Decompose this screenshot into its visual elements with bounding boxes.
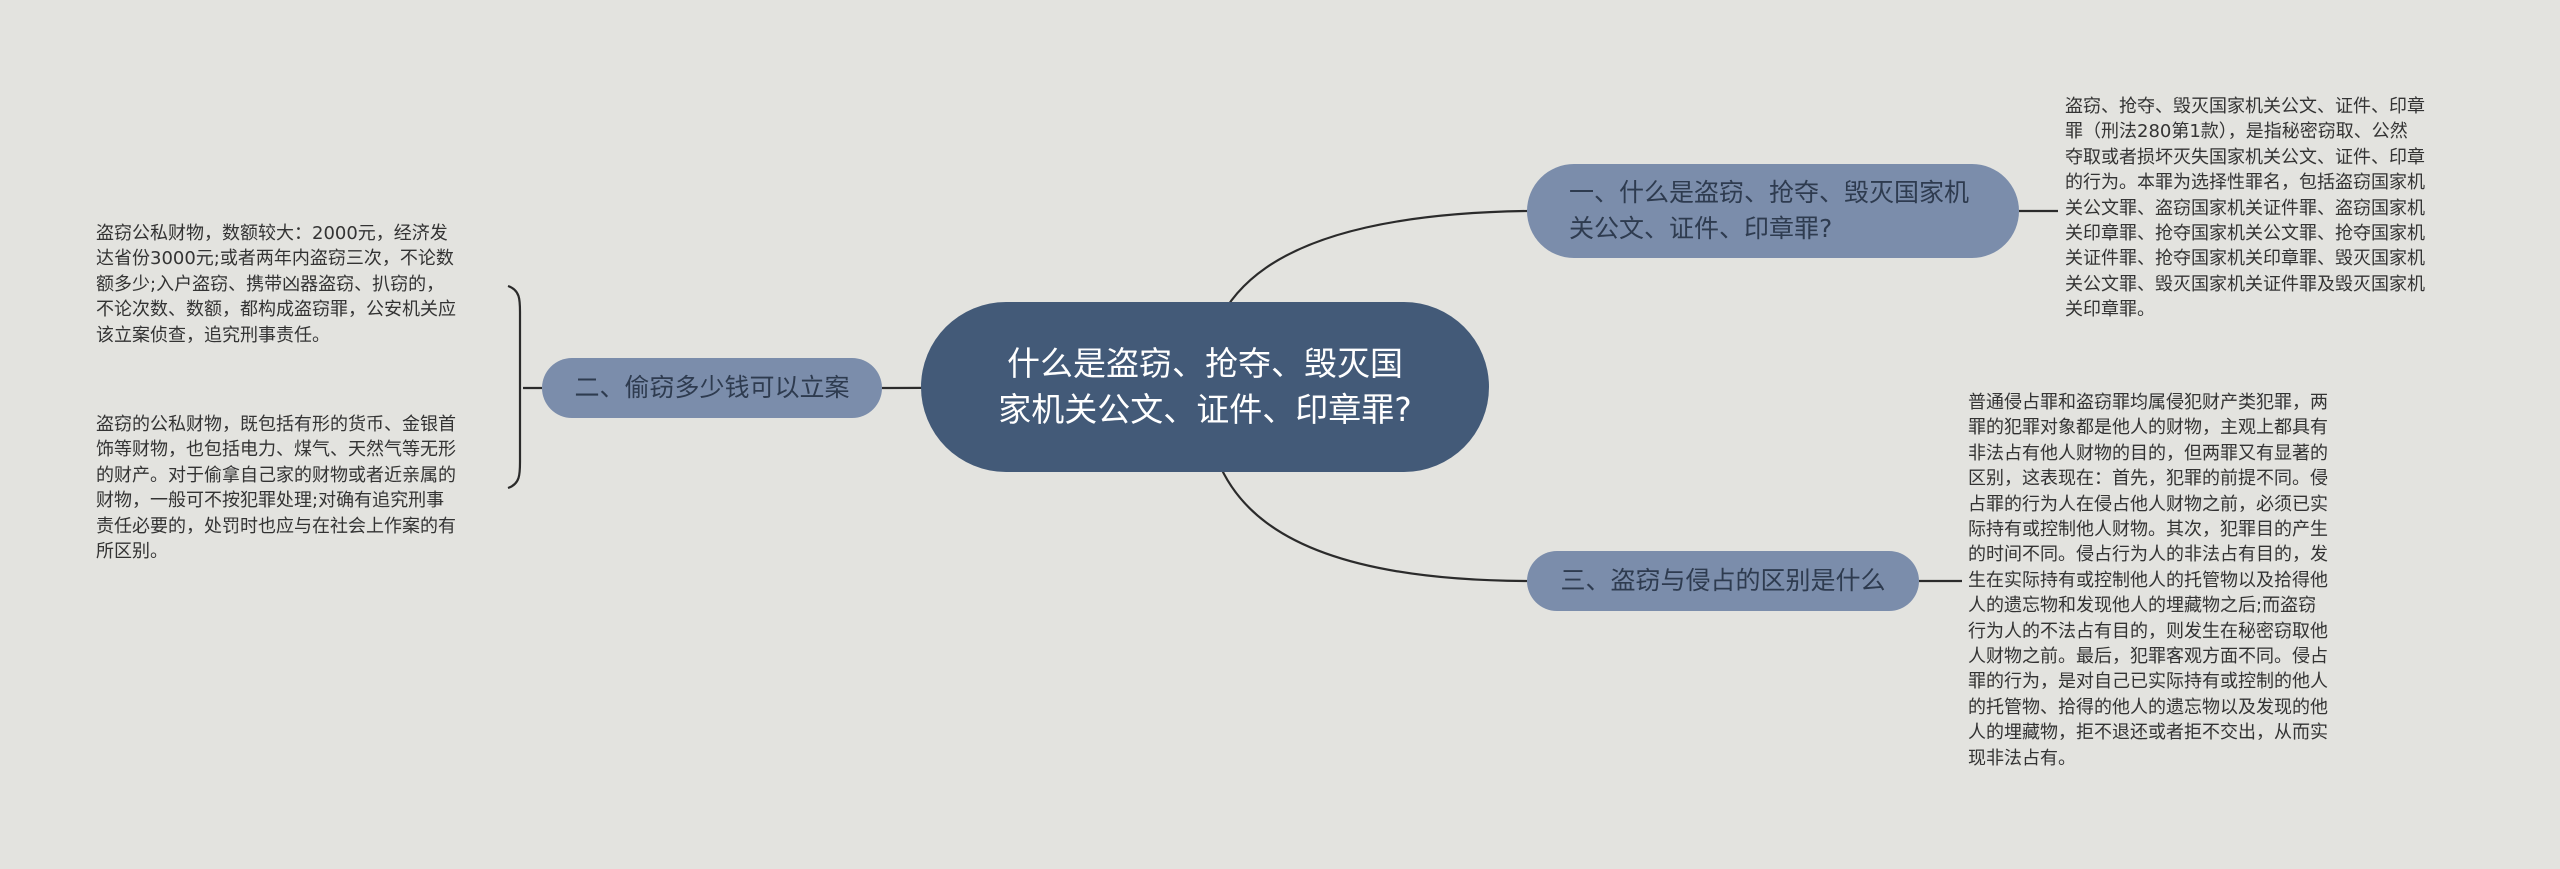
branch-topic-2-label: 二、偷窃多少钱可以立案 [574, 373, 850, 402]
branch-topic-3-label: 三、盗窃与侵占的区别是什么 [1560, 566, 1886, 595]
detail-line: 的行为。本罪为选择性罪名，包括盗窃国家机 [2065, 172, 2425, 194]
detail-line: 普通侵占罪和盗窃罪均属侵犯财产类犯罪，两 [1968, 392, 2328, 413]
detail-line: 财物，一般可不按犯罪处理;对确有追究刑事 [96, 490, 445, 512]
detail-line: 区别，这表现在：首先，犯罪的前提不同。侵 [1968, 468, 2328, 490]
root-topic-label: 什么是盗窃、抢夺、毁灭国家机关公文、证件、印章罪? [998, 344, 1412, 429]
detail-line: 盗窃的公私财物，既包括有形的货币、金银首 [96, 414, 456, 435]
detail-line: 际持有或控制他人财物。其次，犯罪目的产生 [1968, 519, 2328, 541]
detail-line: 关印章罪、抢夺国家机关公文罪、抢夺国家机 [2065, 223, 2425, 245]
detail-line: 行为人的不法占有目的，则发生在秘密窃取他 [1968, 620, 2328, 642]
detail-line: 该立案侦查，追究刑事责任。 [96, 324, 330, 346]
detail-line: 夺取或者损坏灭失国家机关公文、证件、印章 [2065, 146, 2425, 168]
detail-line: 罪的犯罪对象都是他人的财物，主观上都具有 [1968, 417, 2328, 439]
detail-line: 额多少;入户盗窃、携带凶器盗窃、扒窃的， [96, 273, 445, 295]
detail-line: 的财产。对于偷拿自己家的财物或者近亲属的 [96, 464, 456, 486]
detail-line: 的时间不同。侵占行为人的非法占有目的，发 [1968, 544, 2328, 566]
detail-line: 罪（刑法280第1款），是指秘密窃取、公然 [2065, 121, 2408, 143]
detail-line: 关印章罪。 [2065, 299, 2155, 321]
root-topic[interactable]: 什么是盗窃、抢夺、毁灭国家机关公文、证件、印章罪? [921, 302, 1489, 472]
branch-topic-3[interactable]: 三、盗窃与侵占的区别是什么 [1527, 551, 1919, 611]
branch-topic-1[interactable]: 一、什么是盗窃、抢夺、毁灭国家机关公文、证件、印章罪? [1527, 164, 2019, 258]
detail-line: 盗窃公私财物，数额较大：2000元，经济发 [96, 223, 448, 244]
detail-text-branch-1: 盗窃、抢夺、毁灭国家机关公文、证件、印章 罪（刑法280第1款），是指秘密窃取、… [2065, 94, 2425, 323]
detail-line: 人的遗忘物和发现他人的埋藏物之后;而盗窃 [1968, 595, 2317, 617]
detail-line: 关公文罪、盗窃国家机关证件罪、盗窃国家机 [2065, 197, 2425, 219]
detail-line: 达省份3000元;或者两年内盗窃三次，不论数 [96, 248, 454, 270]
detail-line: 责任必要的，处罚时也应与在社会上作案的有 [96, 515, 456, 537]
branch-topic-1-label: 一、什么是盗窃、抢夺、毁灭国家机关公文、证件、印章罪? [1569, 178, 1970, 243]
detail-text-branch-3: 普通侵占罪和盗窃罪均属侵犯财产类犯罪，两 罪的犯罪对象都是他人的财物，主观上都具… [1968, 390, 2328, 771]
detail-line: 所区别。 [96, 541, 168, 563]
detail-line: 盗窃、抢夺、毁灭国家机关公文、证件、印章 [2065, 96, 2425, 117]
detail-line: 占罪的行为人在侵占他人财物之前，必须已实 [1968, 493, 2328, 515]
detail-text-branch-2-b: 盗窃的公私财物，既包括有形的货币、金银首 饰等财物，也包括电力、煤气、天然气等无… [96, 412, 456, 564]
detail-text-branch-2-a: 盗窃公私财物，数额较大：2000元，经济发 达省份3000元;或者两年内盗窃三次… [96, 221, 456, 348]
detail-line: 非法占有他人财物的目的，但两罪又有显著的 [1968, 442, 2328, 464]
detail-line: 人的埋藏物，拒不退还或者拒不交出，从而实 [1968, 722, 2328, 744]
detail-line: 现非法占有。 [1968, 747, 2076, 769]
detail-line: 生在实际持有或控制他人的托管物以及拾得他 [1968, 569, 2328, 591]
detail-line: 饰等财物，也包括电力、煤气、天然气等无形 [96, 439, 456, 461]
detail-line: 关证件罪、抢夺国家机关印章罪、毁灭国家机 [2065, 248, 2425, 270]
detail-line: 不论次数、数额，都构成盗窃罪，公安机关应 [96, 299, 456, 321]
detail-line: 罪的行为，是对自己已实际持有或控制的他人 [1968, 671, 2328, 693]
detail-line: 的托管物、拾得的他人的遗忘物以及发现的他 [1968, 696, 2328, 718]
detail-line: 关公文罪、毁灭国家机关证件罪及毁灭国家机 [2065, 273, 2425, 295]
edge-branch-2-bracket [507, 284, 522, 490]
detail-line: 人财物之前。最后，犯罪客观方面不同。侵占 [1968, 646, 2328, 668]
branch-topic-2[interactable]: 二、偷窃多少钱可以立案 [542, 358, 882, 418]
